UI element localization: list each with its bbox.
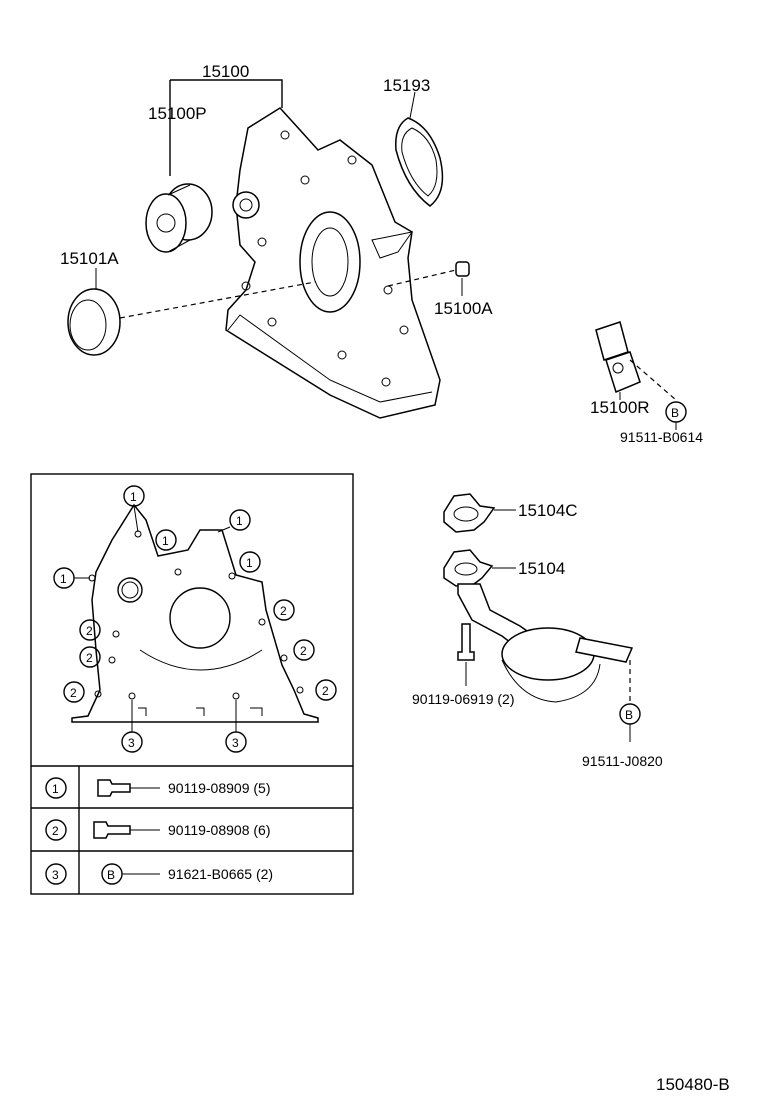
strainer-bracket-drawing — [575, 637, 634, 663]
bolt-location-panel: 1 1 1 1 1 2 2 2 2 2 2 3 3 1 90119-08909 … — [30, 473, 354, 895]
relief-valve-drawing — [595, 321, 641, 394]
label-90119-06919: 90119-06919 (2) — [412, 691, 514, 707]
strainer-flange-drawing — [443, 549, 494, 587]
label-15193: 15193 — [383, 76, 430, 95]
callout-3-a: 3 — [128, 736, 135, 750]
legend-key-3: 3 — [52, 868, 59, 882]
label-15104c: 15104C — [518, 501, 578, 520]
figure-id: 150480-B — [656, 1075, 730, 1094]
label-15100r: 15100R — [590, 398, 650, 417]
callout-2-f: 2 — [322, 684, 329, 698]
legend-row-1: 1 90119-08909 (5) — [45, 777, 270, 799]
oil-seal-drawing — [67, 288, 121, 356]
legend-key-2: 2 — [52, 824, 59, 838]
strainer-bowl-drawing — [501, 627, 595, 681]
legend-marker-b: B — [107, 868, 115, 882]
label-91511-b0614: 91511-B0614 — [620, 429, 703, 445]
legend-part-2: 90119-08908 (6) — [168, 822, 270, 838]
callout-2-e: 2 — [70, 686, 77, 700]
legend-part-3: 91621-B0665 (2) — [168, 866, 273, 882]
label-15100: 15100 — [202, 62, 249, 81]
flange-bolt-icon — [93, 821, 131, 839]
callout-2-d: 2 — [86, 651, 93, 665]
callout-1-d: 1 — [246, 556, 253, 570]
callout-2-c: 2 — [300, 644, 307, 658]
callout-2-a: 2 — [280, 604, 287, 618]
cover-outline-drawing — [71, 503, 319, 723]
oil-pump-body-drawing — [225, 107, 441, 419]
legend-key-1: 1 — [52, 782, 59, 796]
callout-1-c: 1 — [236, 514, 243, 528]
oil-pump-assembly-group: 15100 15100P — [60, 62, 703, 445]
strainer-gasket-drawing — [443, 493, 496, 533]
callout-1-b: 1 — [162, 534, 169, 548]
legend-part-1: 90119-08909 (5) — [168, 780, 270, 796]
legend-row-3: 3 B 91621-B0665 (2) — [45, 863, 273, 885]
callout-2-b: 2 — [86, 624, 93, 638]
callout-b-top-text: B — [671, 406, 679, 420]
legend-row-2: 2 90119-08908 (6) — [45, 819, 270, 841]
label-91511-j0820: 91511-J0820 — [582, 753, 663, 769]
label-15104: 15104 — [518, 559, 565, 578]
dowel-pin-drawing — [455, 261, 470, 277]
label-15100p: 15100P — [148, 104, 207, 123]
callout-b-bottom-text: B — [625, 708, 633, 722]
callout-3-b: 3 — [232, 736, 239, 750]
gasket-ring-drawing — [395, 117, 444, 207]
oil-strainer-group: 15104C 15104 90119-06919 (2) B 91511-J08… — [412, 493, 663, 769]
callout-1-a: 1 — [130, 490, 137, 504]
callout-1-e: 1 — [60, 572, 67, 586]
label-15101a: 15101A — [60, 249, 119, 268]
label-15100a: 15100A — [434, 299, 493, 318]
pump-gear-drawing — [145, 183, 213, 253]
flange-bolt-icon — [97, 779, 131, 797]
stud-bolt-drawing — [457, 623, 475, 661]
